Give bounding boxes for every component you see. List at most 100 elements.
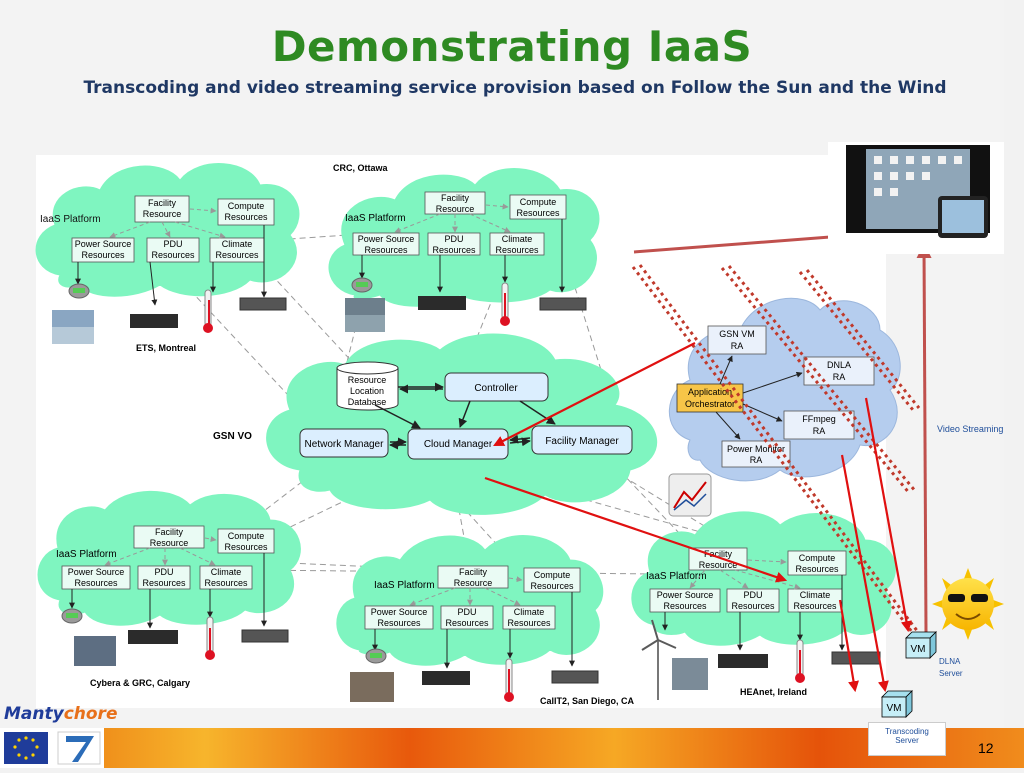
tablet-image bbox=[828, 142, 1004, 254]
eu-fp7-logos bbox=[4, 731, 101, 765]
dlna-server-l1: DLNA bbox=[939, 657, 961, 666]
ets-equipment: ETS, Montreal bbox=[52, 283, 287, 353]
power-monitor-ra-l1: Power Monitor bbox=[727, 444, 785, 454]
cybera-facility-l1: Facility bbox=[155, 527, 184, 537]
page-number: 12 bbox=[978, 740, 994, 756]
ets-facility-l1: Facility bbox=[148, 198, 177, 208]
crc-power-l1: Power Source bbox=[358, 234, 415, 244]
cybera-pdu-l2: Resources bbox=[142, 578, 186, 588]
calit2-facility-l2: Resource bbox=[454, 578, 493, 588]
heanet-power-l2: Resources bbox=[663, 601, 707, 611]
logo-part-a: Manty bbox=[4, 704, 64, 724]
gsn-vo-label: GSN VO bbox=[213, 431, 252, 442]
calit2-facility-l1: Facility bbox=[459, 567, 488, 577]
crc-facility-l1: Facility bbox=[441, 193, 470, 203]
transcoding-server-label-box: Transcoding Server bbox=[868, 722, 946, 756]
cybera-climate-l1: Climate bbox=[211, 567, 242, 577]
calit2-power-l2: Resources bbox=[377, 618, 421, 628]
follow-sun-wind-bands bbox=[631, 264, 921, 633]
heanet-pdu-l1: PDU bbox=[743, 590, 762, 600]
gsn-vm-ra-l1: GSN VM bbox=[719, 329, 755, 339]
ets-power-l1: Power Source bbox=[75, 239, 132, 249]
chart-icon bbox=[668, 473, 712, 517]
mantychore-logo: Mantychore bbox=[4, 704, 117, 724]
ets-climate-l1: Climate bbox=[222, 239, 253, 249]
crc-pdu-l2: Resources bbox=[432, 245, 476, 255]
cybera-power-l1: Power Source bbox=[68, 567, 125, 577]
db-l3: Database bbox=[348, 397, 387, 407]
cybera-compute-l2: Resources bbox=[224, 542, 268, 552]
heanet-compute-l2: Resources bbox=[795, 564, 839, 574]
facility-manager-box: Facility Manager bbox=[545, 436, 619, 447]
cybera-pdu-l1: PDU bbox=[154, 567, 173, 577]
sun-icon bbox=[932, 568, 1004, 640]
ets-power-l2: Resources bbox=[81, 250, 125, 260]
cloud-crc-ottawa: IaaS Platform Facility Resource Compute … bbox=[328, 163, 600, 307]
cybera-equipment: Cybera & GRC, Calgary bbox=[61, 608, 289, 688]
crc-climate-l1: Climate bbox=[502, 234, 533, 244]
calit2-site-label: CallT2, San Diego, CA bbox=[540, 696, 635, 706]
heanet-facility-l1: Facility bbox=[704, 549, 733, 559]
transcoding-server-l1: Transcoding bbox=[885, 727, 929, 736]
cloud-application: GSN VM RA DNLA RA Application Orchestrat… bbox=[668, 297, 901, 482]
calit2-compute-l1: Compute bbox=[534, 570, 571, 580]
cloud-manager-box: Cloud Manager bbox=[424, 439, 493, 450]
heanet-power-l1: Power Source bbox=[657, 590, 714, 600]
calit2-pdu-l2: Resources bbox=[445, 618, 489, 628]
ets-pdu-l2: Resources bbox=[151, 250, 195, 260]
footer-logo-area bbox=[0, 728, 104, 768]
slide-subtitle: Transcoding and video streaming service … bbox=[83, 78, 947, 98]
crc-site-label: CRC, Ottawa bbox=[333, 163, 389, 173]
dnla-ra-l1: DNLA bbox=[827, 360, 851, 370]
dnla-ra-l2: RA bbox=[833, 372, 846, 382]
vm-dlna-label: VM bbox=[911, 644, 926, 655]
calit2-climate-l2: Resources bbox=[507, 618, 551, 628]
orchestrator-l2: Orchestrator bbox=[685, 399, 735, 409]
footer-bar bbox=[0, 728, 1024, 768]
db-l1: Resource bbox=[348, 375, 387, 385]
ets-platform-label: IaaS Platform bbox=[40, 214, 101, 225]
dlna-server-l2: Server bbox=[939, 669, 963, 678]
transcoding-server-l2: Server bbox=[895, 736, 919, 745]
crc-power-l2: Resources bbox=[364, 245, 408, 255]
cybera-platform-label: IaaS Platform bbox=[56, 549, 117, 560]
ets-compute-l1: Compute bbox=[228, 201, 265, 211]
heanet-climate-l2: Resources bbox=[793, 601, 837, 611]
heanet-platform-label: IaaS Platform bbox=[646, 571, 707, 582]
heanet-pdu-l2: Resources bbox=[731, 601, 775, 611]
calit2-compute-l2: Resources bbox=[530, 581, 574, 591]
vm-transcoding-cube: VM bbox=[881, 690, 913, 718]
controller-box: Controller bbox=[474, 383, 518, 394]
heanet-facility-l2: Resource bbox=[699, 560, 738, 570]
cybera-facility-l2: Resource bbox=[150, 538, 189, 548]
cloud-heanet-ireland: IaaS Platform Facility Resource Compute … bbox=[631, 511, 896, 651]
cybera-site-label: Cybera & GRC, Calgary bbox=[90, 678, 190, 688]
crc-platform-label: IaaS Platform bbox=[345, 213, 406, 224]
ets-compute-l2: Resources bbox=[224, 212, 268, 222]
crc-pdu-l1: PDU bbox=[444, 234, 463, 244]
heanet-compute-l1: Compute bbox=[799, 553, 836, 563]
crc-compute-l1: Compute bbox=[520, 197, 557, 207]
orchestrator-l1: Application bbox=[688, 387, 732, 397]
vm-transcoding-label: VM bbox=[887, 703, 902, 714]
ffmpeg-ra-l1: FFmpeg bbox=[802, 414, 836, 424]
cloud-gsn-vo: GSN VO Resource Location Database Contro… bbox=[213, 333, 658, 515]
cloud-ets-montreal: IaaS Platform Facility Resource Compute … bbox=[35, 163, 300, 306]
cybera-compute-l1: Compute bbox=[228, 531, 265, 541]
calit2-platform-label: IaaS Platform bbox=[374, 580, 435, 591]
crc-equipment bbox=[345, 277, 587, 332]
gsn-vm-ra-l2: RA bbox=[731, 341, 744, 351]
crc-climate-l2: Resources bbox=[495, 245, 539, 255]
slide-title: Demonstrating IaaS bbox=[271, 22, 753, 71]
ets-pdu-l1: PDU bbox=[163, 239, 182, 249]
ets-climate-l2: Resources bbox=[215, 250, 259, 260]
calit2-pdu-l1: PDU bbox=[457, 607, 476, 617]
calit2-equipment: CallT2, San Diego, CA bbox=[350, 648, 635, 706]
db-l2: Location bbox=[350, 386, 384, 396]
ets-facility-l2: Resource bbox=[143, 209, 182, 219]
crc-compute-l2: Resources bbox=[516, 208, 560, 218]
cybera-power-l2: Resources bbox=[74, 578, 118, 588]
ffmpeg-ra-l2: RA bbox=[813, 426, 826, 436]
red-flow-arrows bbox=[484, 342, 912, 693]
